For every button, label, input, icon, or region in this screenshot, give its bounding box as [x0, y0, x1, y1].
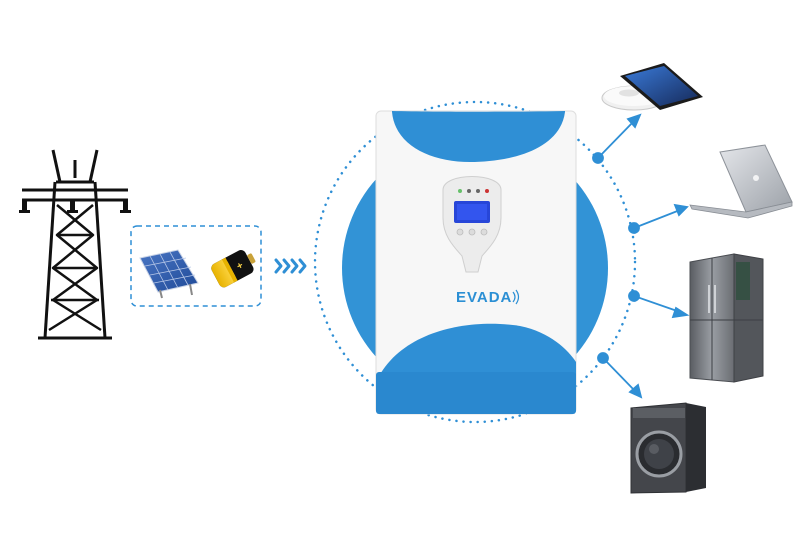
- flow-ring: [313, 100, 637, 424]
- flow-chevrons: [274, 258, 307, 274]
- washing-machine-icon: [630, 402, 706, 494]
- battery-icon: +: [211, 250, 256, 288]
- load-connectors: [592, 113, 690, 399]
- refrigerator-icon: [689, 253, 764, 383]
- laptop-icon: [689, 144, 793, 219]
- brand-logo: EVADA: [456, 289, 512, 306]
- smartphone-icon: [620, 63, 703, 110]
- inverter-icon: EVADA: [375, 110, 577, 415]
- solar-panel-icon: [139, 249, 199, 299]
- power-tower-icon: [22, 149, 128, 340]
- svg-text:+: +: [235, 260, 245, 273]
- insulator-icon: [19, 200, 131, 213]
- source-box: [130, 225, 262, 307]
